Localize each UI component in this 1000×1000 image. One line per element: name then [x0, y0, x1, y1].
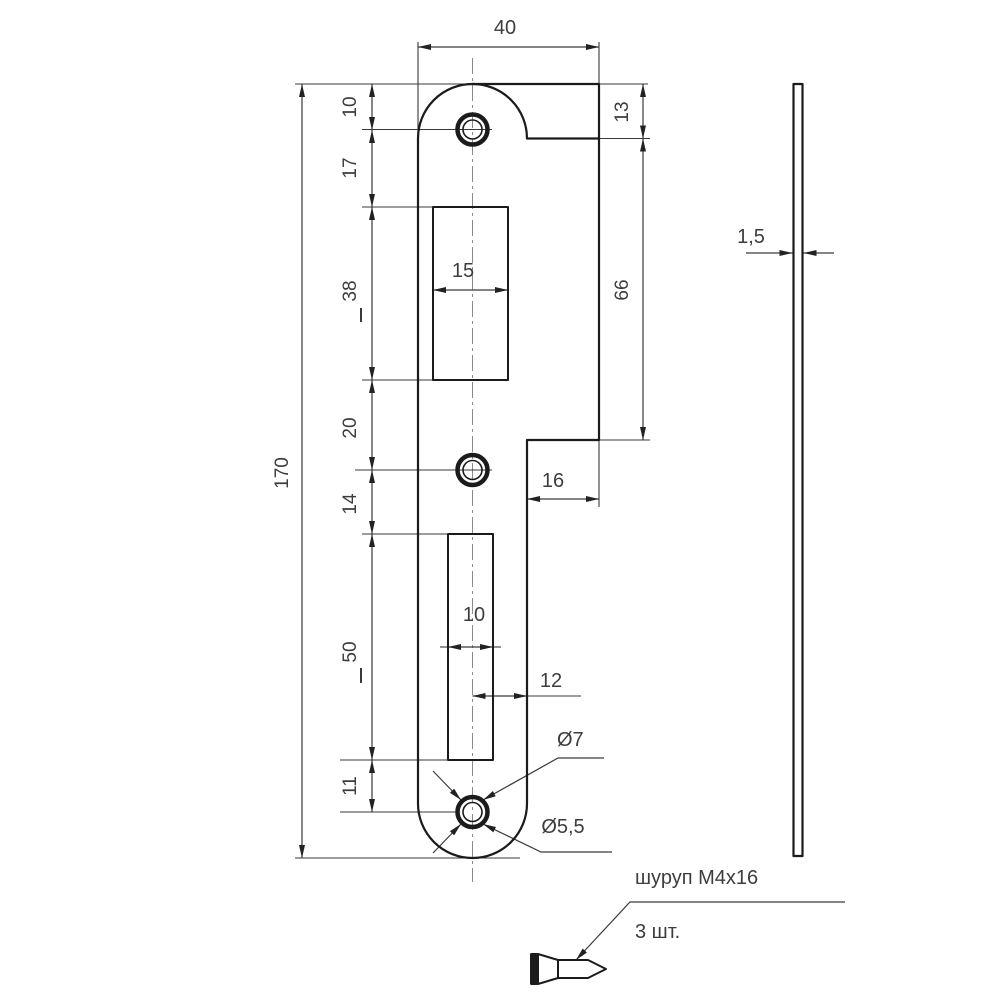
dimension-labels: 40 10 17 38 20 14 50 11 170 13 66 15 10 …	[272, 17, 765, 943]
label-width-40: 40	[494, 17, 516, 39]
lip-fold-line	[471, 82, 601, 140]
latch-slot-lower	[447, 533, 494, 761]
label-thickness-1-5: 1,5	[737, 226, 765, 248]
latch-slot-upper	[432, 206, 509, 381]
extension-lines	[295, 42, 650, 859]
label-screw-quantity: 3 шт.	[635, 921, 680, 943]
label-total-170: 170	[272, 457, 293, 489]
screw-hole-top-outer	[455, 112, 490, 147]
label-lip-16: 16	[542, 470, 564, 492]
label-chain-20: 20	[340, 417, 361, 438]
dimension-lines	[299, 44, 845, 961]
label-chain-38: 38	[340, 280, 361, 301]
screw-body-outline	[537, 953, 607, 985]
side-view-plate	[792, 82, 804, 858]
label-chain-14: 14	[340, 493, 361, 515]
leader-screw	[575, 901, 845, 961]
screw-hole-middle-inner	[462, 459, 483, 481]
label-chain-17: 17	[340, 157, 361, 178]
screw-hole-bottom-inner	[462, 801, 483, 823]
label-chain-50: 50	[340, 641, 361, 662]
label-right-13: 13	[612, 101, 633, 122]
label-right-66: 66	[612, 279, 633, 300]
leader-hole-inner	[482, 823, 612, 853]
countersink-mark-upper-left	[432, 770, 462, 801]
screw-hole-middle-outer	[455, 452, 490, 488]
label-hole-inner-dia: Ø5,5	[541, 816, 584, 838]
leader-hole-outer	[482, 757, 604, 801]
front-view-outline	[416, 82, 601, 860]
label-screw-note: шуруп M4x16	[635, 867, 758, 889]
part-outlines	[416, 82, 804, 985]
countersink-mark-lower-left	[432, 823, 462, 854]
label-chain-10: 10	[340, 96, 361, 117]
screw-hole-top-inner	[462, 119, 483, 140]
label-chain-11: 11	[340, 776, 361, 796]
label-hole-outer-dia: Ø7	[557, 729, 584, 751]
label-latch-lower-10: 10	[463, 604, 485, 626]
label-offset-12: 12	[540, 670, 562, 692]
screw-hole-bottom-outer	[455, 794, 490, 830]
label-latch-upper-15: 15	[452, 260, 474, 282]
screw-head-face	[530, 953, 538, 985]
